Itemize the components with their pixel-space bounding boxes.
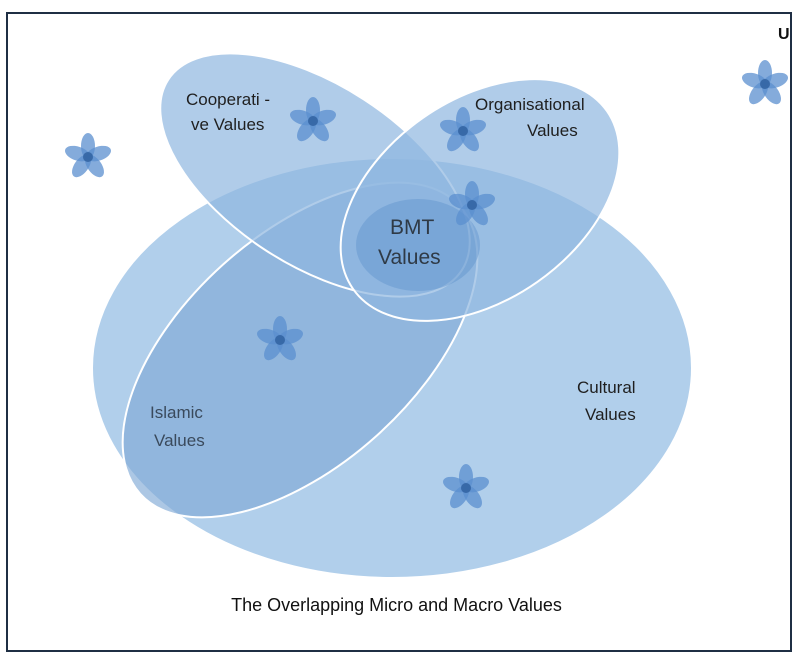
corner-text: U	[778, 26, 790, 43]
organisational-values-label-line2: Values	[527, 121, 578, 140]
cultural-values-label-line1: Cultural	[577, 378, 636, 397]
diagram-caption: The Overlapping Micro and Macro Values	[231, 595, 562, 615]
cooperative-values-label-line1: Cooperati -	[186, 90, 270, 109]
bmt-values-region	[356, 199, 480, 291]
cultural-values-label-line2: Values	[585, 405, 636, 424]
flower-icon	[740, 60, 790, 108]
islamic-values-label-line1: Islamic	[150, 403, 203, 422]
flower-icon	[63, 133, 113, 181]
bmt-values-label-line2: Values	[378, 246, 441, 269]
cooperative-values-label-line2: ve Values	[191, 115, 264, 134]
islamic-values-label-line2: Values	[154, 431, 205, 450]
organisational-values-label-line1: Organisational	[475, 95, 585, 114]
venn-diagram: Cooperati - ve Values Organisational Val…	[63, 52, 790, 579]
bmt-values-label-line1: BMT	[390, 216, 435, 239]
